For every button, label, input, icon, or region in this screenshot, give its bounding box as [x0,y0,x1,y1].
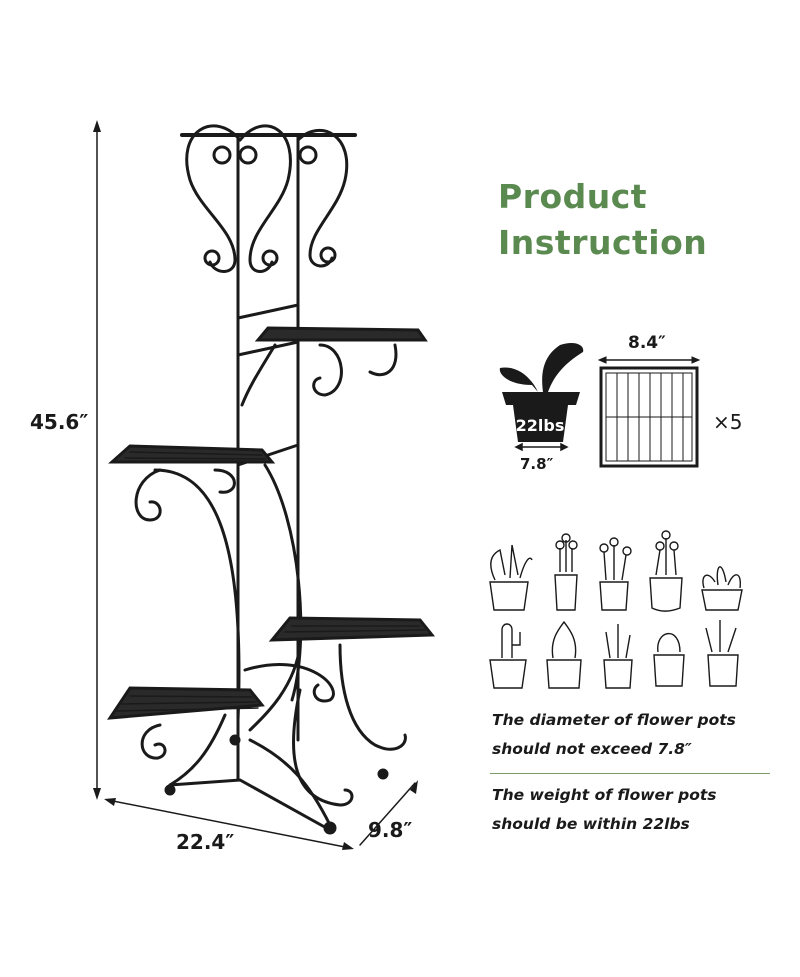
shelf-size-label: 8.4″ [628,333,666,353]
note-divider [490,773,770,774]
depth-dimension-label: 9.8″ [368,818,413,842]
height-dimension-label: 45.6″ [30,410,89,434]
weight-note-line1: The weight of flower pots [492,786,717,804]
width-dimension-label: 22.4″ [176,830,235,854]
diameter-note-line2: should not exceed 7.8″ [492,740,692,758]
diameter-note: The diameter of flower pots should not e… [492,706,782,764]
diameter-note-line1: The diameter of flower pots [492,711,736,729]
pot-weight-label: 22lbs [515,416,565,435]
shelf-count-label: ×5 [713,410,743,434]
weight-note-line2: should be within 22lbs [492,815,690,833]
title-line1: Product [498,177,648,216]
pot-diameter-label: 7.8″ [520,455,554,473]
title-line2: Instruction [498,223,708,262]
weight-note: The weight of flower pots should be with… [492,781,782,839]
